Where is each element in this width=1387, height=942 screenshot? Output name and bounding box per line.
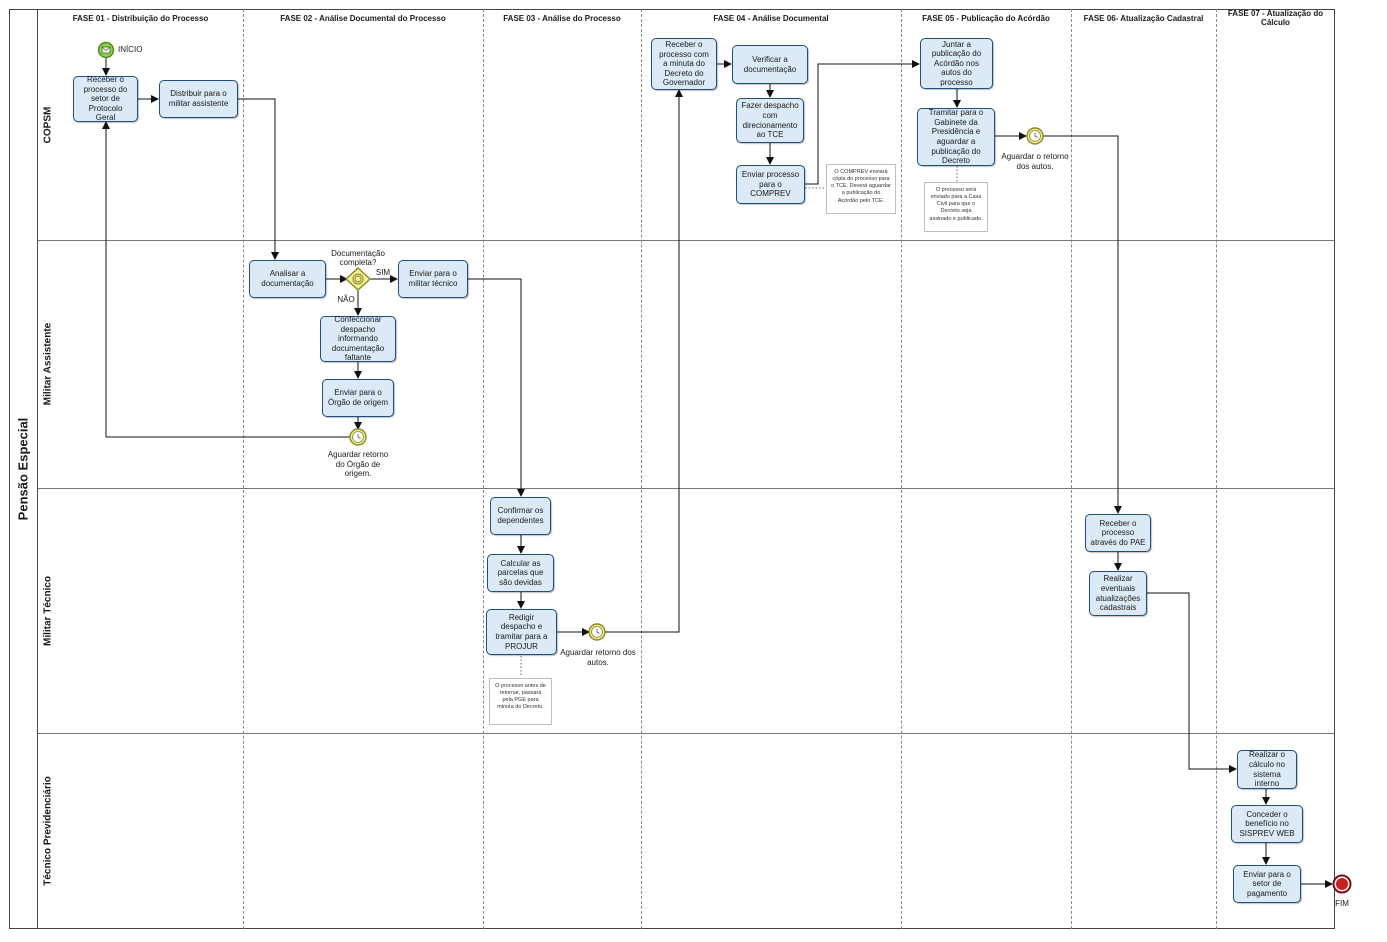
task-enviar-comprev: Enviar processo para o COMPREV [736, 165, 805, 204]
phase-separator [641, 9, 642, 929]
phase-separator [1071, 9, 1072, 929]
phase-separator [243, 9, 244, 929]
lane-label-text: COPSM [42, 106, 54, 143]
lane-label-assistente: Militar Assistente [38, 240, 58, 488]
end-label: FIM [1335, 899, 1349, 908]
phase-header-2: FASE 02 - Análise Documental do Processo [280, 13, 446, 23]
task-receber-minuta: Receber o processo com a minuta do Decre… [651, 38, 717, 90]
phase-header-4: FASE 04 - Análise Documental [713, 13, 829, 23]
phase-header-3: FASE 03 - Análise do Processo [503, 13, 621, 23]
pool-frame [9, 9, 1335, 929]
task-conceder: Conceder o benefício no SISPREV WEB [1231, 805, 1303, 843]
task-enviar-origem: Enviar para o Órgão de origem [322, 379, 394, 417]
phase-separator [901, 9, 902, 929]
lane-label-text: Militar Assistente [42, 322, 54, 406]
task-redigir: Redigir despacho e tramitar para a PROJU… [486, 609, 557, 655]
timer-label-autos-copsm: Aguardar o retorno dos autos. [1001, 152, 1069, 171]
lane-separator [38, 733, 1335, 734]
phase-separator [1216, 9, 1217, 929]
task-enviar-tecnico: Enviar para o militar técnico [398, 260, 468, 298]
lane-label-tecnico: Militar Técnico [38, 488, 58, 733]
lane-label-previdenciario: Técnico Previdenciário [38, 733, 58, 929]
task-confirmar: Confirmar os dependentes [490, 497, 551, 535]
timer-label-origem: Aguardar retorno do Órgão de origem. [327, 450, 389, 479]
timer-label-autos-tecnico: Aguardar retorno dos autos. [560, 648, 636, 667]
task-enviar-pagamento: Enviar para o setor de pagamento [1233, 865, 1301, 903]
phase-header-6: FASE 06- Atualização Cadastral [1083, 13, 1204, 23]
task-realizar-atualizacoes: Realizar eventuais atualizações cadastra… [1089, 571, 1147, 616]
task-juntar: Juntar a publicação do Acórdão nos autos… [920, 38, 993, 89]
start-label: INÍCIO [118, 45, 143, 54]
lane-separator [38, 240, 1335, 241]
task-realizar-calculo: Realizar o cálculo no sistema interno [1237, 750, 1297, 789]
pool-title: Pensão Especial [15, 417, 31, 521]
gateway-yes-label: SIM [375, 268, 391, 277]
pool-label: Pensão Especial [9, 9, 38, 929]
phase-header-1: FASE 01 - Distribuição do Processo [72, 13, 209, 23]
end-event [1332, 874, 1352, 894]
task-calcular: Calcular as parcelas que são devidas [487, 554, 554, 592]
gateway-question: Documentação completa? [331, 249, 385, 267]
lane-label-copsm: COPSM [38, 9, 58, 240]
task-receber-pae: Receber o processo através do PAE [1085, 514, 1151, 552]
lane-separator [38, 488, 1335, 489]
task-tramitar: Tramitar para o Gabinete da Presidência … [917, 108, 995, 166]
phase-header-5: FASE 05 - Publicação do Acórdão [922, 13, 1050, 23]
phase-separator [483, 9, 484, 929]
note-pge: O processo antes de retornar, passará pe… [489, 678, 552, 725]
task-receber-protocolo: Receber o processo do setor de Protocolo… [73, 75, 138, 122]
gateway-no-label: NÃO [337, 295, 355, 304]
note-comprev: O COMPREV enviará cópia do processo para… [826, 164, 896, 214]
task-analisar: Analisar a documentação [249, 260, 326, 298]
lane-label-text: Militar Técnico [42, 575, 54, 646]
phase-header-7: FASE 07 - Atualização do Cálculo [1227, 9, 1324, 27]
lane-label-text: Técnico Previdenciário [42, 776, 54, 886]
task-confeccionar: Confeccionar despacho informando documen… [320, 315, 396, 362]
task-distribuir: Distribuir para o militar assistente [159, 80, 238, 118]
task-fazer-despacho: Fazer despacho com direcionamento ao TCE [736, 98, 804, 143]
task-verificar: Verificar a documentação [732, 45, 808, 84]
note-casa-civil: O processo será enviado para a Casa Civi… [924, 182, 988, 232]
